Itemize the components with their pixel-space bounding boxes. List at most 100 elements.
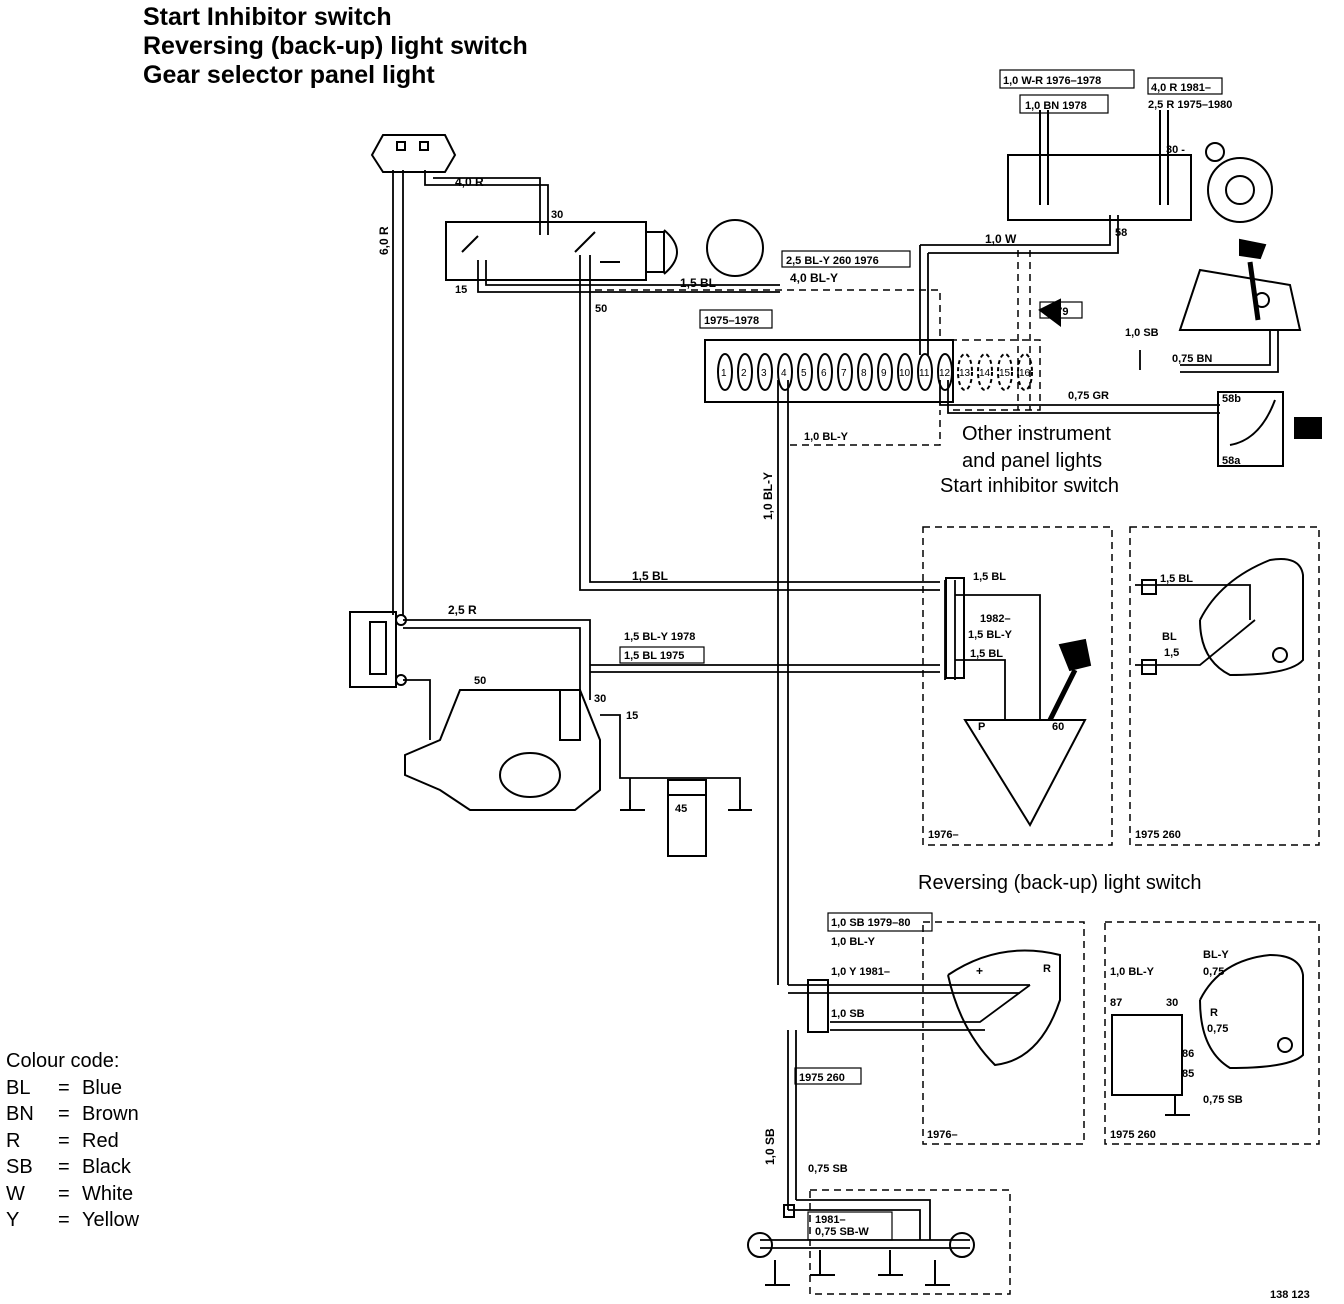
- dashed-regions: [595, 250, 1320, 1295]
- caption-other-3: Start inhibitor switch: [940, 475, 1119, 497]
- legend-colour: Red: [82, 1129, 119, 1152]
- starter-solenoid-terminals: [559, 689, 581, 741]
- wire-label: P: [978, 721, 985, 733]
- wire-label: 1,5 BL: [973, 571, 1006, 583]
- legend-row: W=White: [6, 1181, 139, 1208]
- wire-label: 1,5 BL: [680, 276, 716, 290]
- wire-label: 6,0 R: [377, 226, 391, 255]
- wire-label: BL: [1162, 631, 1177, 643]
- wire-label: 4,0 BL-Y: [790, 271, 838, 285]
- wire-label: 0,75: [1207, 1023, 1228, 1035]
- connector-pins: [717, 353, 1033, 391]
- wire-label: 1,0 Y 1981–: [831, 966, 890, 978]
- pin-number: 9: [881, 368, 887, 379]
- light-switch-knob: [1207, 157, 1273, 223]
- wire-label: 4,0 R: [455, 175, 484, 189]
- wire-label: 1,0 SB: [1125, 327, 1159, 339]
- legend-row: BN=Brown: [6, 1101, 139, 1128]
- legend-code: R: [6, 1129, 21, 1152]
- wire-label: 1,0 BL-Y: [831, 936, 876, 948]
- wire-label: 87: [1110, 997, 1122, 1009]
- wire-label: 30 -: [1166, 144, 1185, 156]
- ground-symbol: [1272, 647, 1288, 663]
- wire-label: 1,5 BL: [970, 648, 1003, 660]
- wires: [392, 170, 1279, 1249]
- wire-label: 1,0 BL-Y: [804, 431, 849, 443]
- coil-grounds: [620, 800, 752, 811]
- reverse-switch-plate: [947, 949, 1061, 1067]
- rear-lights-box: [809, 1189, 1011, 1295]
- label-boxes: [619, 69, 1223, 1241]
- connector-plug: [1141, 579, 1157, 595]
- battery-terminal-positive: [395, 614, 407, 626]
- wire-label: 0,75 SB: [808, 1163, 848, 1175]
- pin-number: 16: [1019, 368, 1031, 379]
- wire-label: 1981–: [815, 1214, 846, 1226]
- backup-lamp-right: [949, 1232, 975, 1258]
- caption-reversing: Reversing (back-up) light switch: [918, 872, 1202, 894]
- inhibitor-switch-plate: [963, 719, 1087, 828]
- wire-label: 86: [1182, 1048, 1194, 1060]
- pin-number: 4: [781, 368, 787, 379]
- legend-equals: =: [58, 1129, 70, 1152]
- legend-equals: =: [58, 1076, 70, 1099]
- wire-label: 1,0 BL-Y: [1110, 966, 1155, 978]
- wire-label: 30: [551, 209, 563, 221]
- wire-label: 1,5 BL-Y 1978: [624, 631, 695, 643]
- panel-light-rheostat: [1217, 391, 1284, 467]
- wire-label: 1,0 SB: [763, 1128, 777, 1165]
- wire-label: 58: [1115, 227, 1127, 239]
- pin-number: 3: [761, 368, 767, 379]
- selector-bulb: [1254, 292, 1270, 308]
- dashed-feed: [1017, 250, 1031, 410]
- legend-colour: Black: [82, 1156, 131, 1178]
- starter-motor: [404, 689, 601, 811]
- wire-label: 1,5 BL-Y: [968, 629, 1013, 641]
- battery: [349, 611, 397, 688]
- wire-label: 50: [595, 303, 607, 315]
- relay-ground: [1165, 1095, 1190, 1116]
- pin-number: 10: [899, 368, 911, 379]
- battery-terminal-negative: [395, 674, 407, 686]
- wire-label: 0,75 SB: [1203, 1094, 1243, 1106]
- legend-code: Y: [6, 1209, 20, 1231]
- gear-selector-housing: [1178, 268, 1302, 331]
- legend-row: R = Red: [6, 1128, 139, 1155]
- selector-knob: [1058, 638, 1092, 672]
- legend-code: SB: [6, 1156, 33, 1178]
- wire-label: 1975 260: [1135, 829, 1181, 841]
- wire-label: 0,75 BN: [1172, 353, 1212, 365]
- legend-heading: Colour code:: [6, 1050, 120, 1072]
- wire-label: 1,0 BL-Y: [761, 472, 775, 520]
- wire-label: 50: [474, 675, 486, 687]
- ignition-coil: [667, 779, 707, 857]
- wire-label: 58b: [1222, 393, 1241, 405]
- wire-label: 1975–1978: [704, 315, 759, 327]
- wire-label: 1976–: [927, 1129, 958, 1141]
- inhibitor-switch-1975: [1199, 558, 1304, 677]
- connector-pin: [396, 141, 406, 151]
- pin-number: 13: [959, 368, 971, 379]
- wire-label: 15: [455, 284, 467, 296]
- wire-label: 2,5 R: [448, 603, 477, 617]
- ignition-lock-barrel: [645, 231, 665, 273]
- wire-label: 2,5 R 1975–1980: [1148, 99, 1232, 111]
- wire-label: 1,5 BL 1975: [624, 650, 684, 662]
- starter-armature: [499, 752, 561, 798]
- reverse-relay: [1111, 1014, 1183, 1096]
- pin-number: 6: [821, 368, 827, 379]
- pin-number: 12: [939, 368, 951, 379]
- inhibitor-box-1976: [922, 526, 1113, 846]
- wire-label: 0,75 SB-W: [815, 1226, 869, 1238]
- legend-code: W: [6, 1182, 25, 1205]
- dashed-wire-25bly: [595, 289, 941, 340]
- wire-label: 1,0 W: [985, 232, 1017, 246]
- rheostat-knob: [1294, 417, 1322, 439]
- light-switch-feeds: [1039, 110, 1169, 205]
- legend-colour: Brown: [82, 1103, 139, 1125]
- wire-label: 0,75 GR: [1068, 390, 1109, 402]
- reverse-box-1975: [1104, 921, 1320, 1145]
- rheostat-arc: [1229, 399, 1276, 446]
- pin-number: 14: [979, 368, 991, 379]
